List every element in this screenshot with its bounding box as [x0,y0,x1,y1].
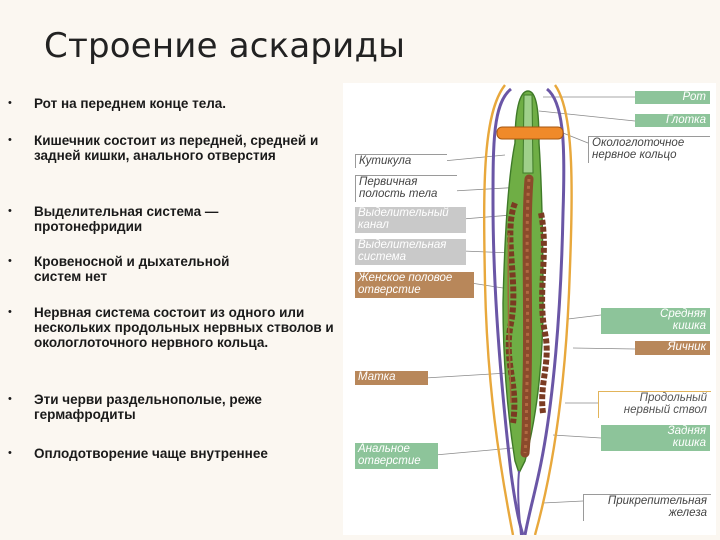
bullet-dot: • [8,205,12,217]
nerve-ring [496,126,564,140]
label-female-pore: Женское половое отверстие [355,272,474,298]
bullet-text: Оплодотворение чаще внутреннее [34,446,268,461]
nerve-cord-left [483,84,515,535]
bullet-text: Кишечник состоит из передней, средней и … [34,133,319,163]
label-midgut: Средняя кишка [601,308,710,334]
label-cuticle: Кутикула [355,154,447,168]
cuticle-left [491,87,525,535]
label-ovary: Яичник [635,341,710,355]
midgut-texture [523,178,531,454]
tail-gland [517,470,522,535]
excretory-canal [507,232,512,404]
worm-illustration [424,84,636,535]
label-attach-gland: Прикрепительная железа [583,494,711,521]
label-mouth: Рот [635,91,710,104]
label-nerve-cord: Продольный нервный ствол [598,391,711,418]
label-nerve-ring: Окологлоточное нервное кольцо [588,136,710,163]
bullet-dot: • [8,393,12,405]
bullet-dot: • [8,447,12,459]
bullet-text: Выделительная система — протонефридии [34,204,219,234]
slide-title: Строение аскариды [44,26,406,66]
label-anus: Анальное отверстие [355,443,438,469]
label-uterus: Матка [355,371,428,385]
bullet-dot: • [8,255,12,267]
bullet-dot: • [8,306,12,318]
uterus-tube [505,201,518,424]
bullet-dot: • [8,134,12,146]
bullet-text: Кровеносной и дыхательной систем нет [34,254,230,284]
ascaris-diagram: Рот Глотка Окологлоточное нервное кольцо… [343,83,716,535]
label-body-cavity: Первичная полость тела [355,175,457,202]
label-hindgut: Задняя кишка [601,425,710,451]
bullet-text: Нервная система состоит из одного или не… [34,305,334,350]
label-excretory-system: Выделительная система [355,239,466,265]
nerve-cord-right [533,84,573,535]
ovary-tube [538,212,550,414]
bullet-text: Рот на переднем конце тела. [34,96,227,111]
bullet-dot: • [8,97,12,109]
label-excretory-canal: Выделительный канал [355,207,466,233]
bullet-text: Эти черви раздельнополые, реже гермафрод… [34,392,262,422]
label-pharynx: Глотка [635,114,710,127]
